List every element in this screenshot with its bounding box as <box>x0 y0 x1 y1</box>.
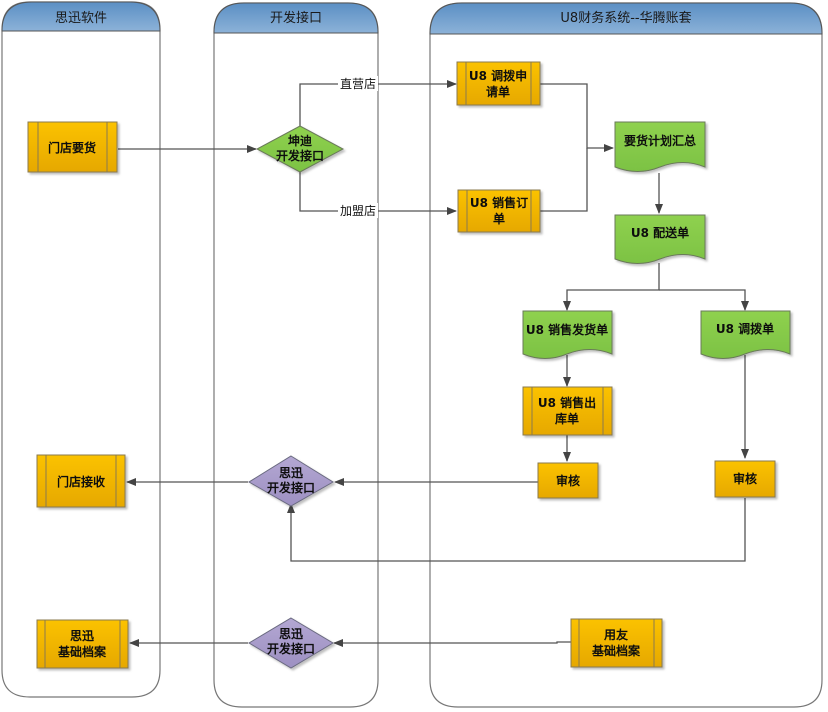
svg-text:U8 配送单: U8 配送单 <box>631 225 689 240</box>
svg-text:U8 销售发货单: U8 销售发货单 <box>526 322 608 337</box>
svg-text:开发接口: 开发接口 <box>267 641 315 656</box>
node-sixun-basic-files[interactable]: 思迅 基础档案 <box>36 619 129 669</box>
node-store-receive[interactable]: 门店接收 <box>36 454 126 508</box>
svg-text:审核: 审核 <box>733 471 757 486</box>
svg-text:单: 单 <box>493 211 505 226</box>
edge-label-franchise-store: 加盟店 <box>340 204 376 218</box>
node-sixun-api-1[interactable]: 思迅 开发接口 <box>248 455 334 507</box>
edge-kundi-to-sales-order <box>299 172 457 215</box>
node-store-request[interactable]: 门店要货 <box>27 121 118 173</box>
svg-text:思迅: 思迅 <box>279 466 303 480</box>
svg-text:U8 调拨单: U8 调拨单 <box>716 321 774 336</box>
lane-u8: U8财务系统--华腾账套 <box>429 2 823 708</box>
lane-api: 开发接口 <box>213 2 379 708</box>
svg-text:坤迪: 坤迪 <box>288 133 312 148</box>
lane-title-api: 开发接口 <box>270 10 322 26</box>
node-sixun-api-2[interactable]: 思迅 开发接口 <box>248 617 334 669</box>
svg-text:库单: 库单 <box>555 411 579 426</box>
edge-delivery-to-transfer-note <box>659 289 749 311</box>
node-u8-sales-order[interactable]: U8 销售订 单 <box>457 189 541 233</box>
svg-text:要货计划汇总: 要货计划汇总 <box>624 133 696 148</box>
svg-text:开发接口: 开发接口 <box>267 480 315 495</box>
edge-yonyou-to-sixun-api <box>333 639 571 647</box>
lane-sixun: 思迅软件 <box>1 1 161 698</box>
svg-text:U8 调拨申: U8 调拨申 <box>469 68 527 83</box>
svg-text:用友: 用友 <box>603 627 628 642</box>
svg-text:审核: 审核 <box>556 473 580 488</box>
lane-title-sixun: 思迅软件 <box>55 11 107 26</box>
node-u8-sales-shipment[interactable]: U8 销售发货单 <box>522 310 613 359</box>
edges <box>118 80 749 647</box>
node-demand-plan-summary[interactable]: 要货计划汇总 <box>614 121 706 172</box>
svg-text:开发接口: 开发接口 <box>276 148 324 163</box>
edge-label-direct-store: 直营店 <box>340 77 376 91</box>
node-yonyou-basic-files[interactable]: 用友 基础档案 <box>570 618 663 668</box>
lane-title-u8: U8财务系统--华腾账套 <box>560 10 691 26</box>
edge-kundi-to-transfer-request <box>299 80 457 126</box>
svg-text:U8 销售出: U8 销售出 <box>538 395 596 410</box>
node-u8-delivery-note[interactable]: U8 配送单 <box>614 214 706 264</box>
node-u8-sales-outbound[interactable]: U8 销售出 库单 <box>522 386 613 436</box>
edge-delivery-to-sales-shipment <box>563 263 660 311</box>
edge-sales-order-to-summary <box>540 148 588 212</box>
node-audit-left[interactable]: 审核 <box>537 462 599 499</box>
node-kundi-api[interactable]: 坤迪 开发接口 <box>255 125 345 173</box>
svg-text:思迅: 思迅 <box>279 627 303 641</box>
node-audit-right[interactable]: 审核 <box>714 460 776 498</box>
svg-text:思迅: 思迅 <box>70 629 94 643</box>
svg-text:基础档案: 基础档案 <box>57 644 107 659</box>
node-u8-transfer-note[interactable]: U8 调拨单 <box>700 310 791 359</box>
edge-transfer-request-to-summary <box>540 83 614 152</box>
svg-text:请单: 请单 <box>486 84 510 99</box>
svg-text:门店要货: 门店要货 <box>48 140 96 155</box>
edge-audit-right-to-sixun-api <box>287 498 746 562</box>
svg-text:U8 销售订: U8 销售订 <box>470 195 528 210</box>
svg-text:门店接收: 门店接收 <box>57 474 105 489</box>
node-u8-transfer-request[interactable]: U8 调拨申 请单 <box>456 61 541 106</box>
svg-text:基础档案: 基础档案 <box>591 643 641 658</box>
